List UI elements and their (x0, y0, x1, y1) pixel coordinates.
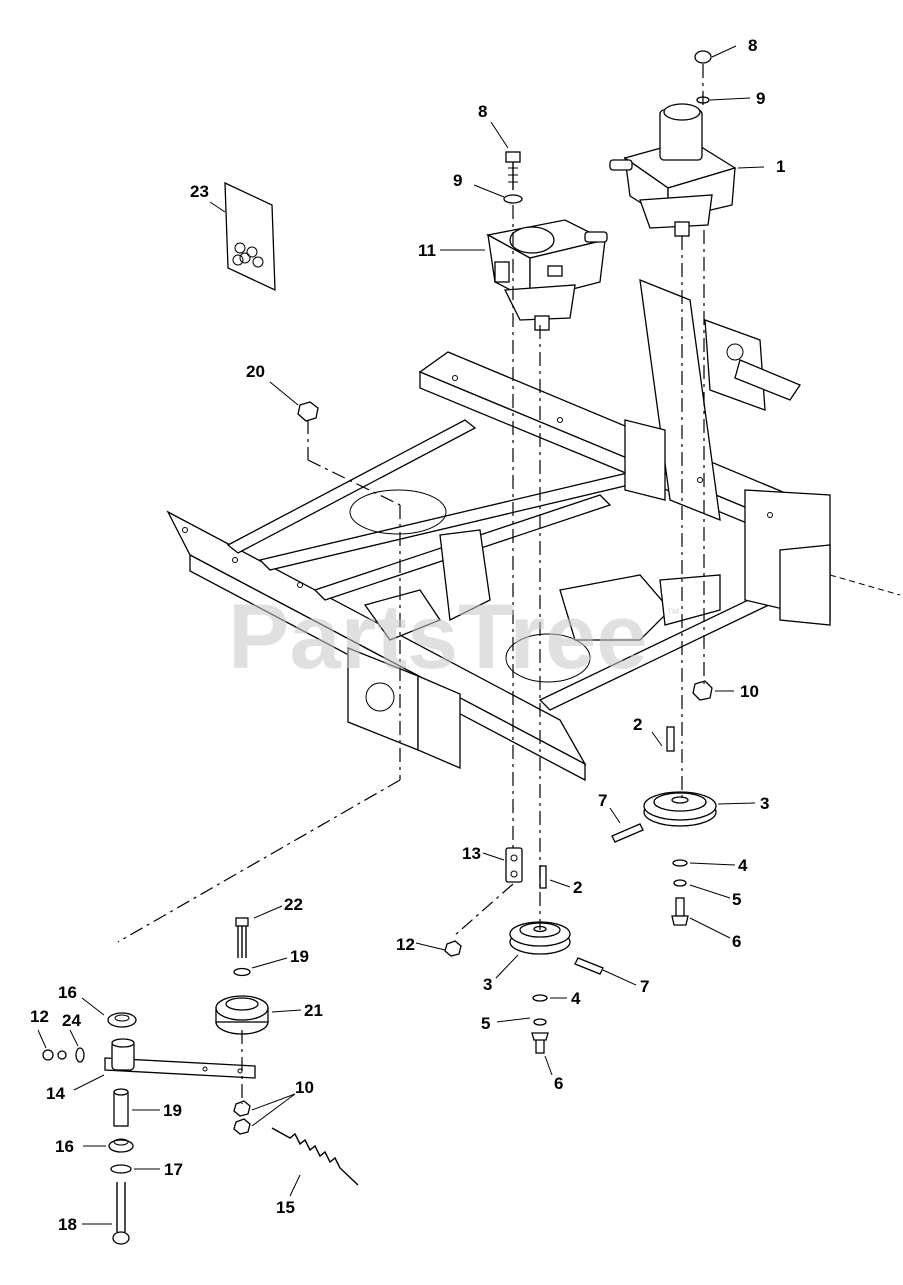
control-unit-11 (486, 219, 608, 331)
callout-24: 24 (62, 1011, 81, 1030)
callout-3: 3 (760, 794, 769, 813)
idler-assembly (42, 917, 359, 1245)
callout-10: 10 (740, 682, 759, 701)
callout-14: 14 (46, 1084, 65, 1103)
watermark-text: PartsTree (228, 586, 647, 688)
callout-3: 3 (483, 975, 492, 994)
callout-9: 9 (453, 171, 462, 190)
callout-19: 19 (163, 1101, 182, 1120)
callout-10: 10 (295, 1078, 314, 1097)
alignment-lines (117, 64, 705, 1104)
callout-22: 22 (284, 895, 303, 914)
callout-17: 17 (164, 1160, 183, 1179)
callout-5: 5 (481, 1014, 490, 1033)
callout-23: 23 (190, 182, 209, 201)
callout-9: 9 (756, 89, 765, 108)
callout-7: 7 (640, 977, 649, 996)
callout-12: 12 (30, 1007, 49, 1026)
chassis-frame (166, 278, 901, 782)
control-unit-1 (609, 103, 737, 237)
callout-2: 2 (573, 878, 582, 897)
leader-lines (37, 45, 765, 1225)
watermark-trademark: ™ (666, 605, 680, 621)
callout-20: 20 (246, 362, 265, 381)
callout-2: 2 (633, 715, 642, 734)
callout-labels: 8 9 1 8 9 11 23 20 10 2 7 3 4 5 6 13 2 1… (30, 36, 785, 1234)
callout-19: 19 (290, 947, 309, 966)
callout-16: 16 (58, 983, 77, 1002)
callout-8: 8 (748, 36, 757, 55)
callout-5: 5 (732, 890, 741, 909)
callout-13: 13 (462, 844, 481, 863)
callout-12: 12 (396, 935, 415, 954)
callout-6: 6 (732, 932, 741, 951)
callout-18: 18 (58, 1215, 77, 1234)
callout-11: 11 (418, 241, 436, 260)
callout-7: 7 (598, 791, 607, 810)
callout-1: 1 (776, 157, 785, 176)
callout-6: 6 (554, 1074, 563, 1093)
pulley-center (444, 847, 604, 1054)
pulley-right (611, 726, 717, 926)
callout-4: 4 (571, 989, 581, 1008)
callout-4: 4 (738, 856, 748, 875)
callout-21: 21 (304, 1001, 323, 1020)
hardware-top (297, 50, 713, 701)
callout-16: 16 (55, 1137, 74, 1156)
watermark: PartsTree ™ (228, 586, 680, 688)
callout-15: 15 (276, 1198, 295, 1217)
callout-8: 8 (478, 102, 487, 121)
decal-23 (224, 181, 276, 292)
